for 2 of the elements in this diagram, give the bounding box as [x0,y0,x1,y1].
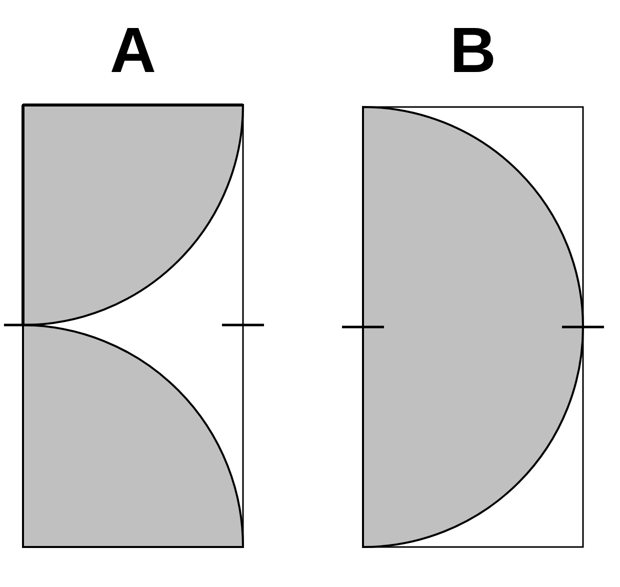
panel-label: A [110,18,156,82]
panel-label: B [450,18,496,82]
